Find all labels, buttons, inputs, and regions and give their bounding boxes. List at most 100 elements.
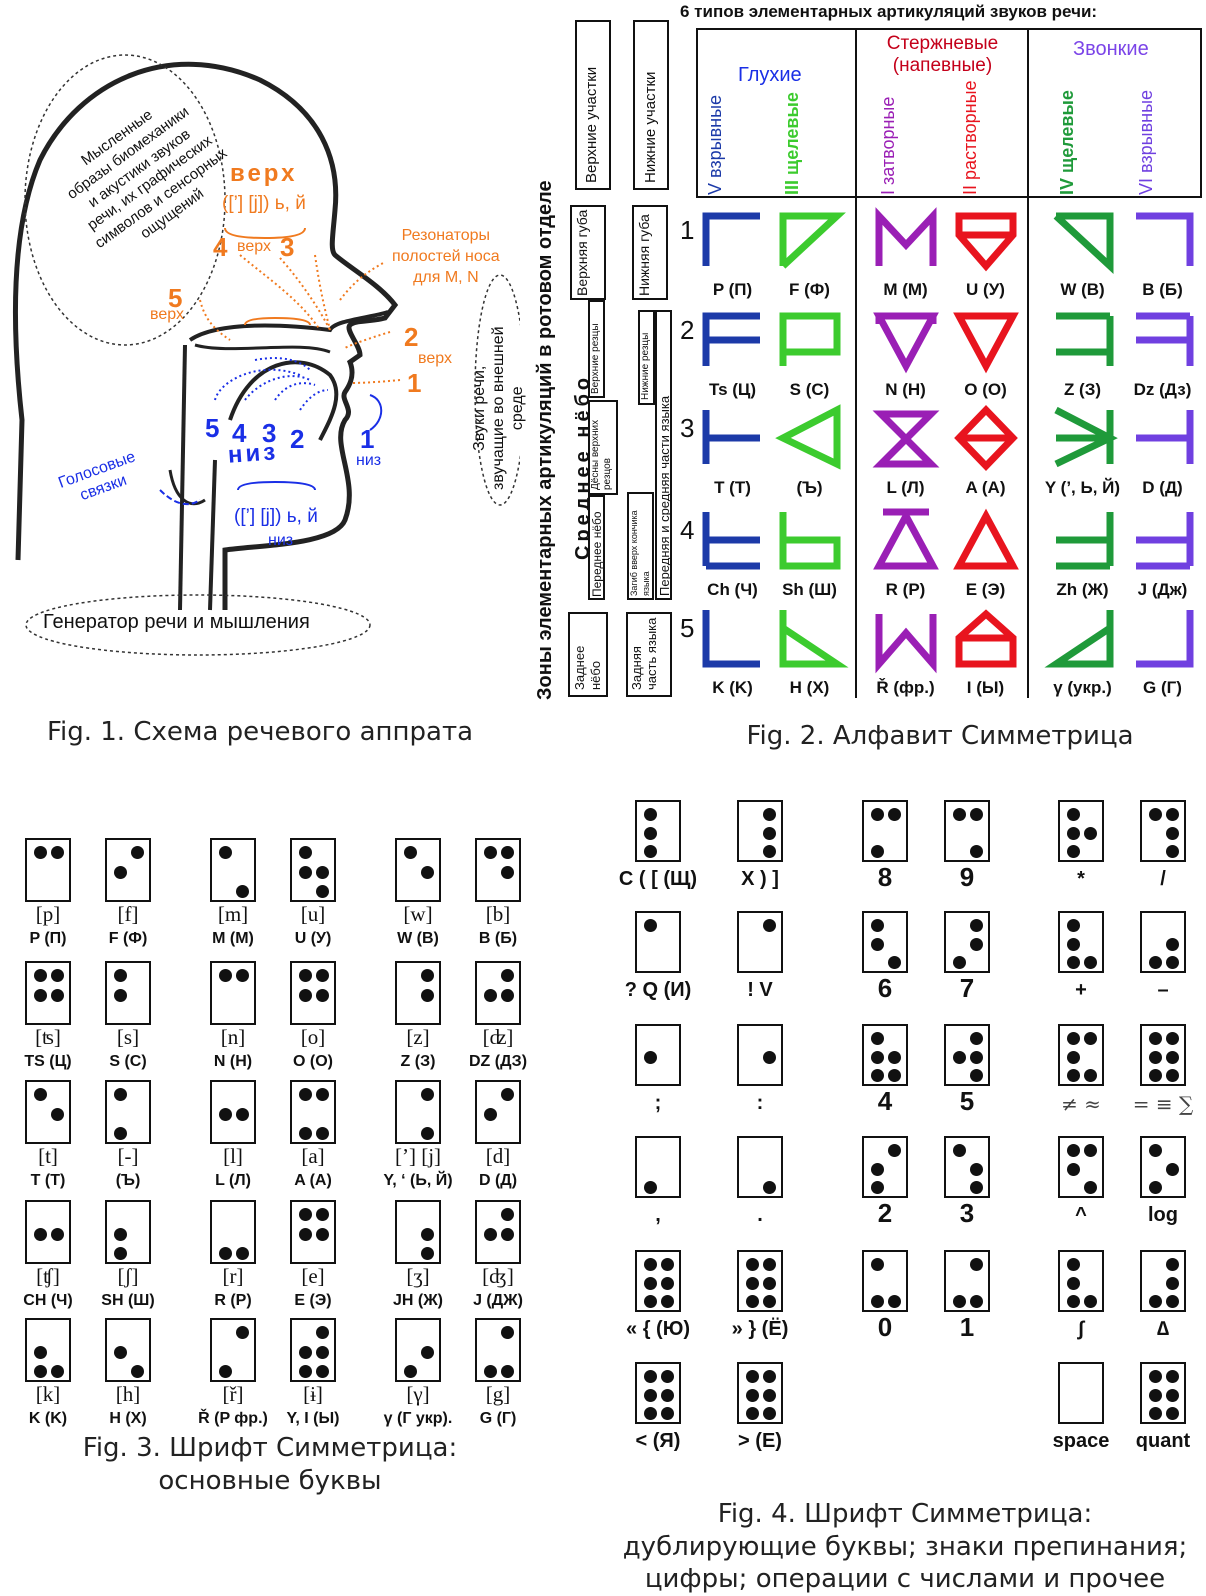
letter-label: M (M)	[883, 280, 928, 299]
braille-dot	[871, 1050, 884, 1064]
glyph-stroke	[702, 610, 760, 668]
braille-dot	[1149, 1370, 1162, 1383]
braille-dot	[131, 846, 144, 859]
braille-dot	[1149, 1144, 1162, 1157]
braille-dot	[746, 1407, 759, 1420]
fig3-letter-label: T (T)	[30, 1172, 66, 1189]
letter-label: U (У)	[966, 280, 1005, 299]
articulation-glyph	[779, 610, 849, 668]
blue-num-2: 2	[290, 424, 305, 454]
braille-dot	[299, 846, 312, 859]
braille-cell	[210, 1200, 256, 1264]
braille-cell	[290, 838, 336, 902]
fig4-label: 1	[959, 1312, 975, 1342]
fig3-letter-label: (Ъ)	[115, 1172, 141, 1189]
ipa-symbol: [f]	[117, 902, 139, 926]
braille-dot	[763, 1181, 776, 1194]
fig4-label: /	[1160, 868, 1166, 890]
letter-label: E (Э)	[965, 580, 1006, 599]
braille-dot	[51, 988, 64, 1002]
braille-dot	[970, 808, 983, 821]
fig3-letter-label: Y, I (Ы)	[286, 1410, 340, 1427]
articulation-glyph	[953, 312, 1019, 374]
fig4-label: ∫	[1078, 1318, 1084, 1340]
braille-cell	[25, 1318, 71, 1382]
braille-dot	[1067, 1276, 1080, 1290]
glyph-stroke	[779, 512, 841, 570]
braille-dot	[1084, 1069, 1097, 1082]
braille-cell	[395, 961, 441, 1025]
row-number: 4	[680, 515, 695, 545]
blue-num-5: 5	[205, 413, 220, 443]
braille-dot	[763, 826, 776, 840]
braille-cell	[210, 838, 256, 902]
articulation-glyph	[702, 410, 760, 464]
blue-num-3: 3	[262, 418, 277, 448]
glyph-stroke	[1136, 610, 1194, 668]
braille-dot	[219, 846, 232, 859]
braille-dot	[501, 1208, 514, 1221]
braille-dot	[51, 969, 64, 982]
fig3-caption-line: Fig. 3. Шрифт Симметрица:	[82, 1433, 458, 1463]
braille-dot	[763, 919, 776, 932]
ipa-symbol: [w]	[403, 902, 433, 926]
fig3-letter-label: Z (З)	[400, 1053, 436, 1070]
braille-dot	[299, 1365, 312, 1378]
articulation-glyph	[1056, 312, 1114, 366]
braille-dot	[484, 988, 497, 1002]
braille-dot	[1149, 1069, 1162, 1082]
ipa-symbol: [ʧ]	[36, 1264, 60, 1288]
braille-cell	[290, 1200, 336, 1264]
articulation-glyph	[875, 614, 937, 674]
header-divider-1	[855, 28, 857, 698]
braille-cell	[944, 1136, 990, 1198]
fig4-label: quant	[1135, 1430, 1191, 1452]
braille-cell	[944, 1250, 990, 1312]
fig4-label: ;	[654, 1092, 662, 1114]
bottom-sounds: ([’] [j]) ь, й	[234, 506, 318, 527]
braille-dot	[970, 919, 983, 932]
braille-dot	[1166, 1276, 1179, 1290]
braille-dot	[299, 865, 312, 879]
fig4-caption-line: цифры; операции с числами и прочее	[644, 1564, 1166, 1594]
fig3-letter-label: γ (Г укр).	[383, 1410, 453, 1427]
back-palate-box	[568, 612, 608, 697]
fig3-letter-label: M (M)	[212, 930, 254, 947]
braille-dot	[299, 1227, 312, 1241]
lower-lip-box	[632, 205, 668, 300]
ipa-symbol: [b]	[485, 902, 511, 926]
braille-dot	[871, 1069, 884, 1082]
braille-dot	[299, 988, 312, 1002]
braille-dot	[661, 1407, 674, 1420]
braille-dot	[501, 969, 514, 982]
braille-dot	[1166, 826, 1179, 840]
letter-label: Zh (Ж)	[1056, 580, 1109, 599]
braille-cell	[944, 800, 990, 862]
letter-label: Dz (Дз)	[1133, 380, 1192, 399]
letter-label: J (Дж)	[1137, 580, 1188, 599]
ipa-symbol: [z]	[406, 1025, 430, 1049]
braille-dot	[51, 846, 64, 859]
braille-dot	[871, 919, 884, 932]
braille-dot	[644, 1276, 657, 1290]
letter-label: Z (З)	[1063, 380, 1102, 399]
braille-dot	[316, 1088, 329, 1101]
articulation-glyph	[1136, 212, 1194, 266]
braille-dot	[1084, 1295, 1097, 1308]
braille-dot	[746, 1258, 759, 1271]
fig3-letter-label: N (H)	[213, 1053, 253, 1070]
fig4-label: > (E)	[738, 1430, 782, 1452]
glyph-stroke	[875, 207, 937, 266]
fig4-caption-line: Fig. 4. Шрифт Симметрица:	[717, 1499, 1093, 1529]
braille-dot	[236, 969, 249, 982]
braille-cell	[210, 1318, 256, 1382]
ipa-symbol: [ʒ]	[406, 1264, 430, 1288]
fig4-label: space	[1052, 1430, 1110, 1452]
fig4-label: 4	[877, 1086, 893, 1116]
glyph-stroke	[875, 614, 937, 674]
braille-dot	[1067, 808, 1080, 821]
fig3-letter-label: F (Ф)	[108, 930, 148, 947]
lower-incisors-box	[638, 310, 655, 405]
braille-cell	[395, 1318, 441, 1382]
letter-label: N (H)	[885, 380, 926, 399]
